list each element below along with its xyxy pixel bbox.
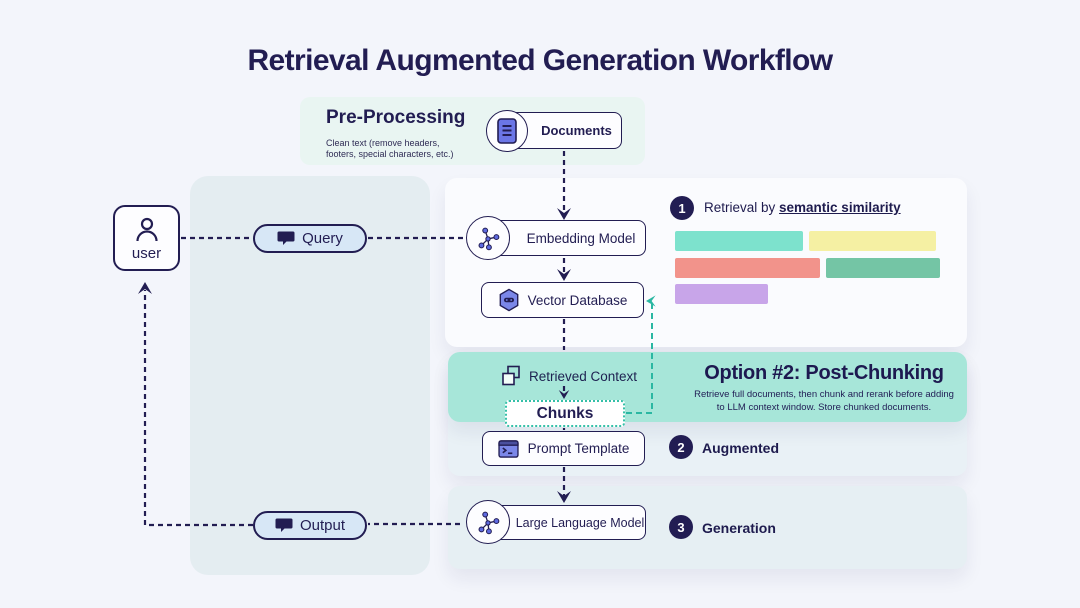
hexagon-vector-icon — [499, 288, 518, 312]
retrieved-context-node: Retrieved Context — [500, 364, 637, 388]
retrieval-bar — [675, 284, 768, 304]
person-icon — [135, 217, 158, 242]
retrieval-bar-row — [675, 231, 940, 251]
step-1-badge: 1 — [670, 196, 694, 220]
preprocessing-title: Pre-Processing — [326, 107, 466, 128]
query-pill: Query — [253, 224, 367, 253]
document-icon — [497, 118, 517, 144]
output-label: Output — [299, 517, 346, 534]
documents-label: Documents — [541, 123, 612, 138]
embedding-model-circle — [466, 216, 510, 260]
retrieval-bar-row — [675, 257, 940, 278]
documents-circle — [486, 110, 528, 152]
retrieval-bar — [675, 231, 803, 251]
retrieval-bars — [675, 231, 940, 311]
llm-label: Large Language Model — [515, 515, 645, 530]
step-2-badge: 2 — [669, 435, 693, 459]
prompt-template-node: Prompt Template — [482, 431, 645, 466]
output-pill: Output — [253, 511, 367, 540]
retrieval-bar — [809, 231, 936, 251]
chunks-node: Chunks — [505, 400, 625, 427]
page-title: Retrieval Augmented Generation Workflow — [247, 44, 833, 77]
speech-bubble-icon — [275, 518, 293, 532]
user-label: user — [131, 245, 162, 262]
option2-title: Option #2: Post-Chunking — [704, 362, 944, 384]
retrieval-bar-row — [675, 284, 940, 304]
user-node: user — [113, 205, 180, 271]
step-3-label: Generation — [702, 520, 776, 536]
option2-block: Option #2: Post-Chunking Retrieve full d… — [690, 362, 958, 414]
preprocessing-subtitle: Clean text (remove headers, footers, spe… — [326, 138, 454, 159]
speech-bubble-icon — [277, 231, 295, 245]
step-1-label: Retrieval by semantic similarity — [704, 200, 901, 215]
step-2-label: Augmented — [702, 440, 779, 456]
retrieved-context-label: Retrieved Context — [529, 368, 638, 384]
embedding-model-label: Embedding Model — [526, 230, 636, 246]
copy-squares-icon — [502, 365, 520, 386]
terminal-icon — [497, 439, 519, 458]
llm-circle — [466, 500, 510, 544]
retrieval-bar — [826, 257, 940, 278]
documents-node: Documents — [505, 112, 622, 149]
network-nodes-icon — [478, 511, 500, 535]
option2-description: Retrieve full documents, then chunk and … — [694, 389, 954, 413]
chunks-label: Chunks — [536, 404, 594, 422]
query-label: Query — [302, 230, 343, 247]
prompt-template-label: Prompt Template — [527, 441, 630, 456]
vector-database-node: Vector Database — [481, 282, 644, 318]
vector-database-label: Vector Database — [527, 292, 628, 308]
step-3-badge: 3 — [669, 515, 693, 539]
network-nodes-icon — [478, 227, 500, 251]
retrieval-bar — [675, 257, 820, 278]
